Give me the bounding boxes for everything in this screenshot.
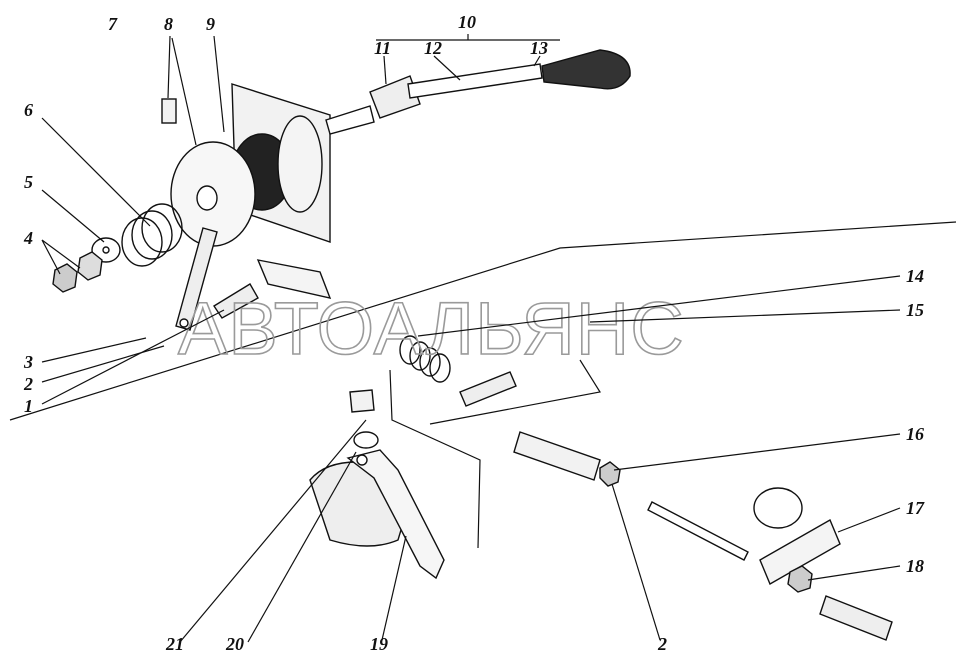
rod [407,63,543,99]
bracket-plate [759,518,841,586]
callout-21: 21 [165,634,184,654]
callout-4: 4 [23,228,33,248]
handle-knob [541,49,631,90]
callout-9: 9 [206,14,215,34]
callout-12: 12 [424,38,442,58]
pin [459,371,517,407]
pedal-lever-hole [356,454,368,466]
callout-8: 8 [164,14,173,34]
section-divider [9,221,956,421]
rubber-bushing [753,487,803,529]
leader-lines [41,34,901,643]
pulley-hole [196,185,218,211]
bolt-head [349,389,375,413]
assembly-arrow [389,369,481,549]
key-block [161,98,177,124]
cylinder-sleeve [513,431,601,481]
tension-spring [399,335,451,383]
threaded-end [325,105,375,135]
callout-2: 2 [23,374,33,394]
callout-7: 7 [108,14,118,34]
callout-10: 10 [458,12,476,32]
nut [77,251,103,281]
lock-washer [353,431,379,449]
callout-11: 11 [374,38,391,58]
adjust-screw [819,595,893,641]
callout-2-bottom: 2 [657,634,667,654]
callout-18: 18 [906,556,924,576]
pedal-lever [346,449,445,580]
disc-lever [175,227,218,331]
callout-1: 1 [24,396,33,416]
watermark: АВТОАЛЬЯНС [178,287,685,370]
long-rod [647,501,749,561]
callout-15: 15 [906,300,924,320]
callout-13: 13 [530,38,548,58]
spring [121,203,183,267]
callout-5: 5 [24,172,33,192]
callout-3: 3 [23,352,33,372]
small-nut [599,461,621,487]
callout-14: 14 [906,266,924,286]
callout-16: 16 [906,424,924,444]
washer-hole [102,246,110,254]
shaft-sleeve [369,75,421,119]
disc-hub [277,115,323,213]
assembly-arrow [429,359,601,425]
bushing [256,259,332,299]
bracket-nut [787,565,813,593]
callout-6: 6 [24,100,33,120]
callout-17: 17 [906,498,925,518]
disc-lever-hole [179,318,189,328]
small-bolt [213,283,259,319]
callout-19: 19 [370,634,388,654]
callout-20: 20 [225,634,244,654]
